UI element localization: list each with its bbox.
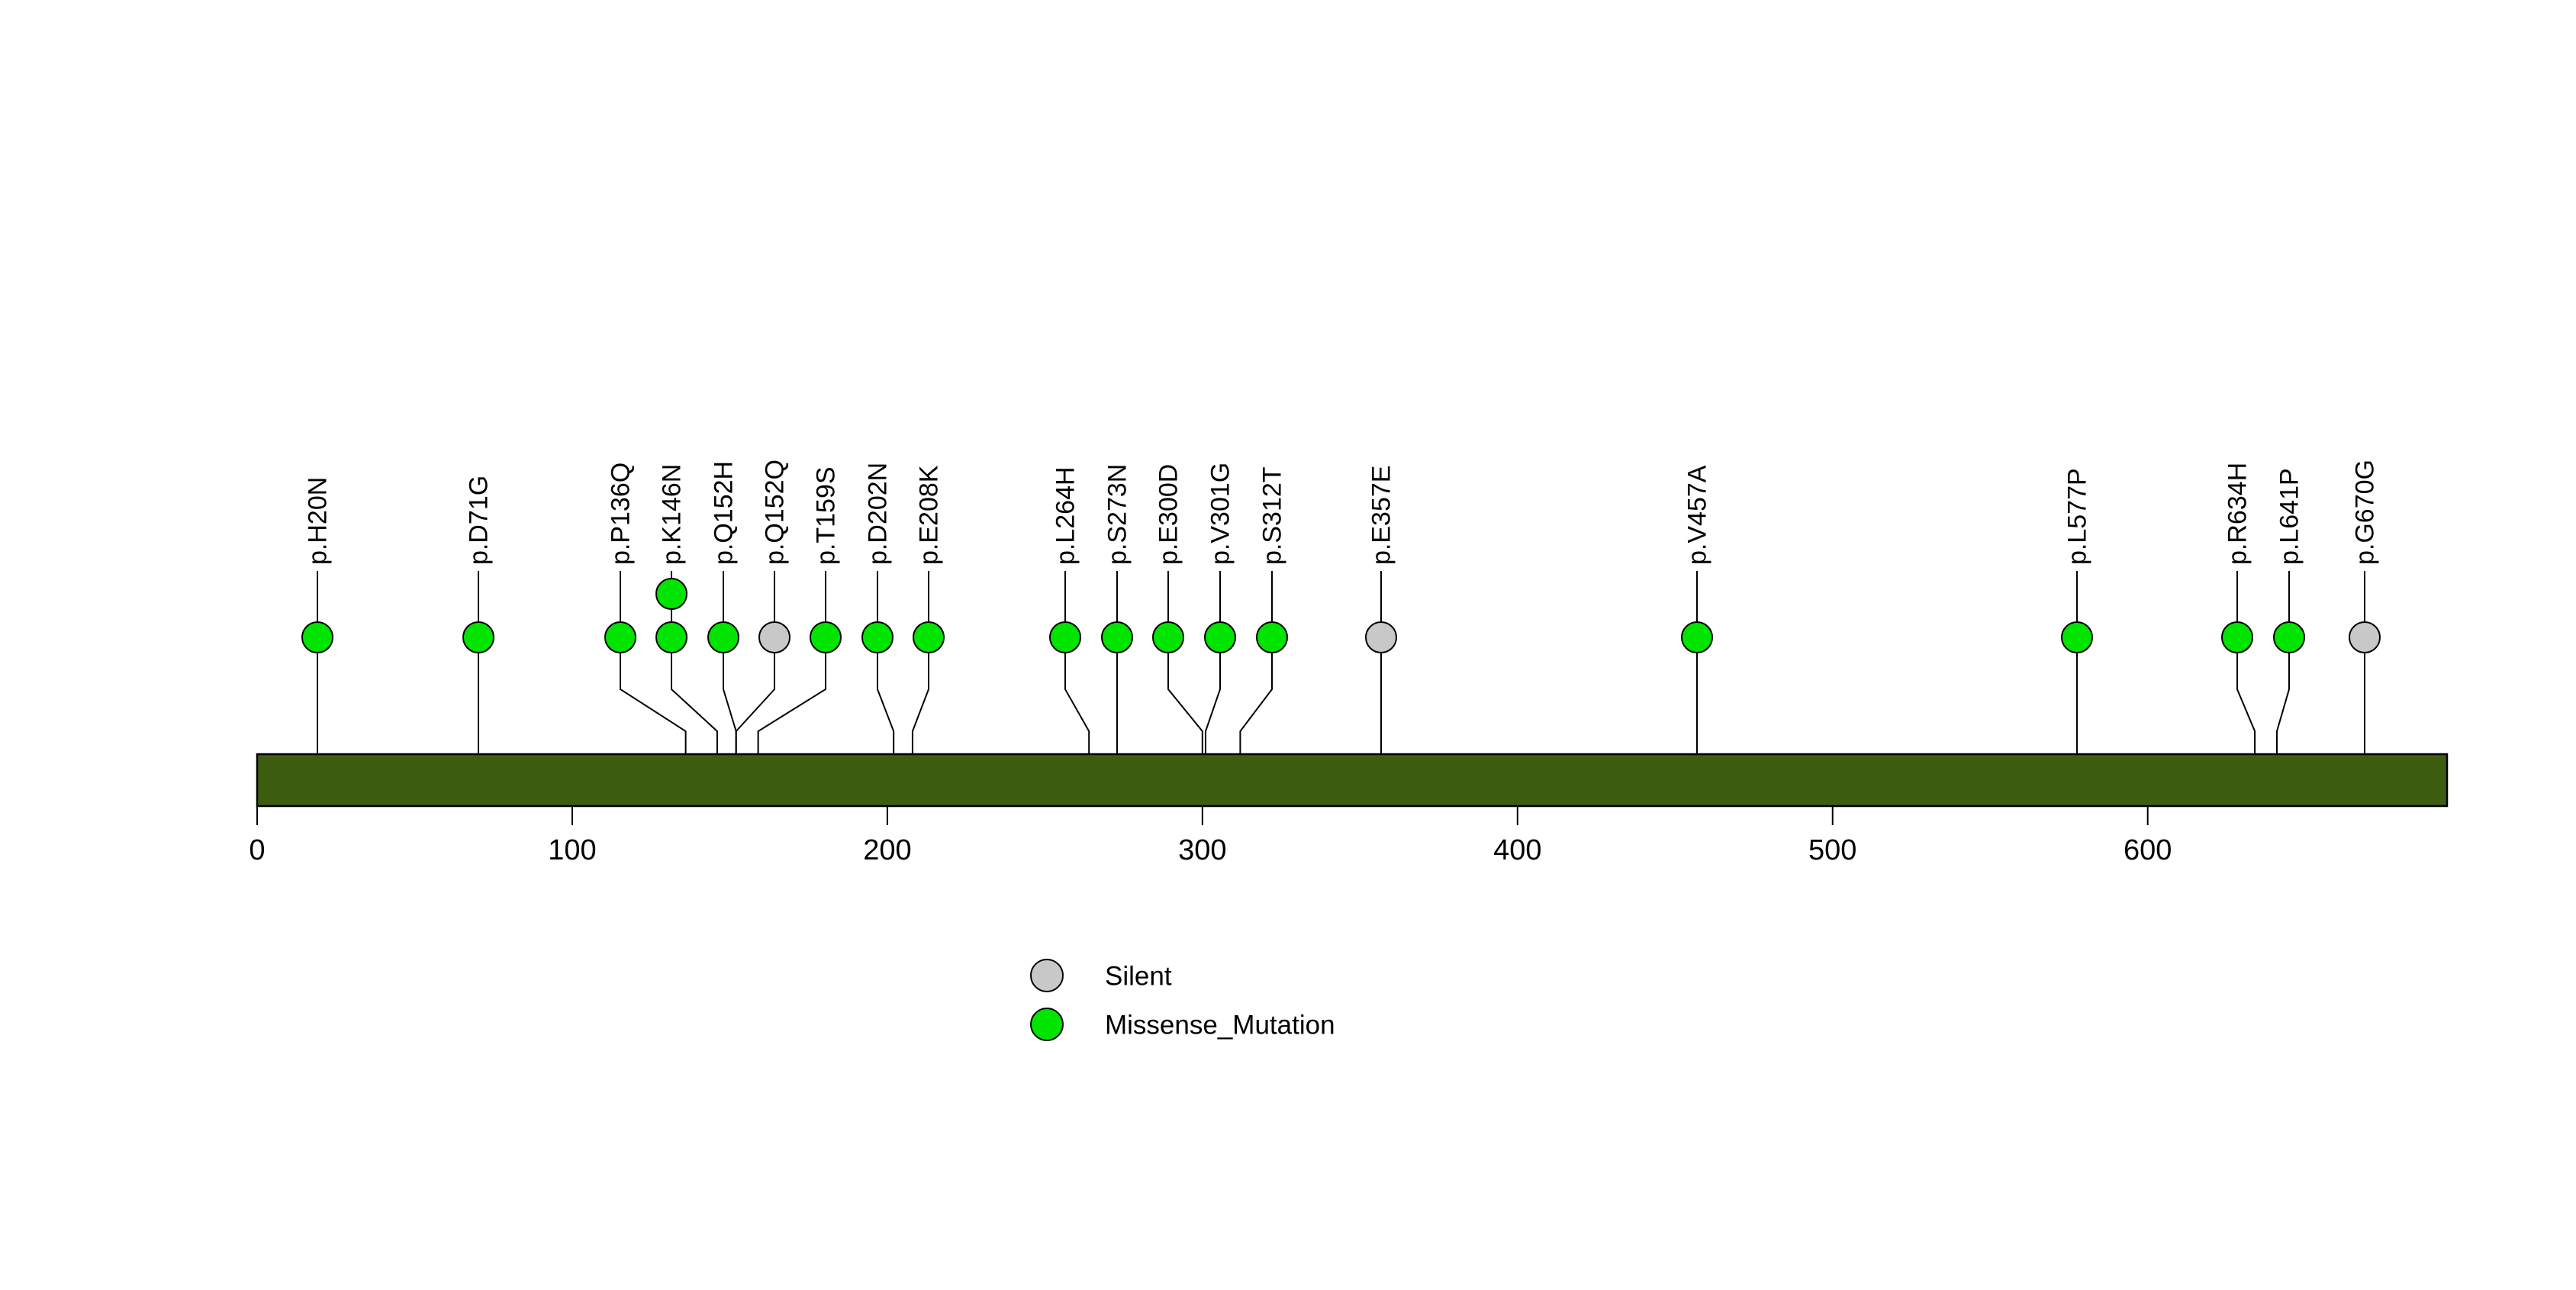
mutation-marker xyxy=(2273,621,2305,653)
mutation-label: p.V301G xyxy=(1206,463,1235,565)
mutation-label: p.P136Q xyxy=(607,463,636,565)
legend-label: Silent xyxy=(1105,961,1172,991)
mutation-marker xyxy=(1256,621,1288,653)
mutation-label: p.L264H xyxy=(1051,466,1080,565)
mutation-marker xyxy=(2221,621,2253,653)
mutation-label: p.S273N xyxy=(1103,464,1132,565)
protein-bar xyxy=(256,753,2449,808)
mutation-marker xyxy=(913,621,945,653)
mutation-marker xyxy=(655,578,687,610)
mutation-marker xyxy=(604,621,636,653)
mutation-label: p.L577P xyxy=(2063,468,2092,565)
legend-swatch-silent xyxy=(1030,959,1064,992)
axis-tick-label: 100 xyxy=(548,834,596,866)
mutation-label: p.S312T xyxy=(1258,466,1287,565)
bar-layer xyxy=(256,753,2449,808)
mutation-marker xyxy=(1101,621,1133,653)
mutation-marker xyxy=(2061,621,2093,653)
mutation-label: p.V457A xyxy=(1683,465,1712,565)
mutation-marker xyxy=(655,621,687,653)
axis-tick-label: 500 xyxy=(1808,834,1856,866)
axis-layer: 0 100 200 300 400 500 600 xyxy=(249,806,2172,866)
axis-tick-label: 400 xyxy=(1493,834,1541,866)
mutation-label: p.E208K xyxy=(915,465,944,565)
labels-layer: p.H20N p.D71G p.P136Q p.K146N p.Q152H p.Q152Q… xyxy=(304,460,2380,565)
mutation-marker xyxy=(1681,621,1713,653)
mutation-label: p.Q152H xyxy=(710,461,739,565)
mutation-label: p.G670G xyxy=(2351,460,2380,565)
markers-layer xyxy=(301,578,2381,653)
mutation-label: p.R634H xyxy=(2223,463,2252,565)
axis-tick-label: 0 xyxy=(249,834,265,866)
mutation-label: p.H20N xyxy=(304,477,333,565)
mutation-marker xyxy=(758,621,791,653)
mutation-label: p.Q152Q xyxy=(761,460,790,565)
mutation-label: p.K146N xyxy=(658,464,687,565)
mutation-marker xyxy=(1365,621,1397,653)
mutation-marker xyxy=(1049,621,1081,653)
axis-tick-label: 300 xyxy=(1178,834,1226,866)
mutation-marker xyxy=(861,621,894,653)
mutation-label: p.E300D xyxy=(1154,464,1183,565)
axis-tick-label: 200 xyxy=(863,834,911,866)
mutation-label: p.L641P xyxy=(2275,468,2304,565)
mutation-marker xyxy=(1204,621,1236,653)
mutation-marker xyxy=(462,621,494,653)
mutation-label: p.T159S xyxy=(812,466,841,565)
mutation-label: p.D71G xyxy=(465,476,494,565)
mutation-marker xyxy=(1152,621,1184,653)
mutation-label: p.E357E xyxy=(1367,466,1396,565)
mutation-label: p.D202N xyxy=(864,463,893,565)
mutation-marker xyxy=(301,621,333,653)
legend-swatch-missense_mutation xyxy=(1030,1008,1064,1041)
axis-tick-label: 600 xyxy=(2124,834,2172,866)
legend-label: Missense_Mutation xyxy=(1105,1010,1335,1040)
mutation-marker xyxy=(2349,621,2381,653)
mutation-marker xyxy=(707,621,739,653)
mutation-marker xyxy=(810,621,842,653)
